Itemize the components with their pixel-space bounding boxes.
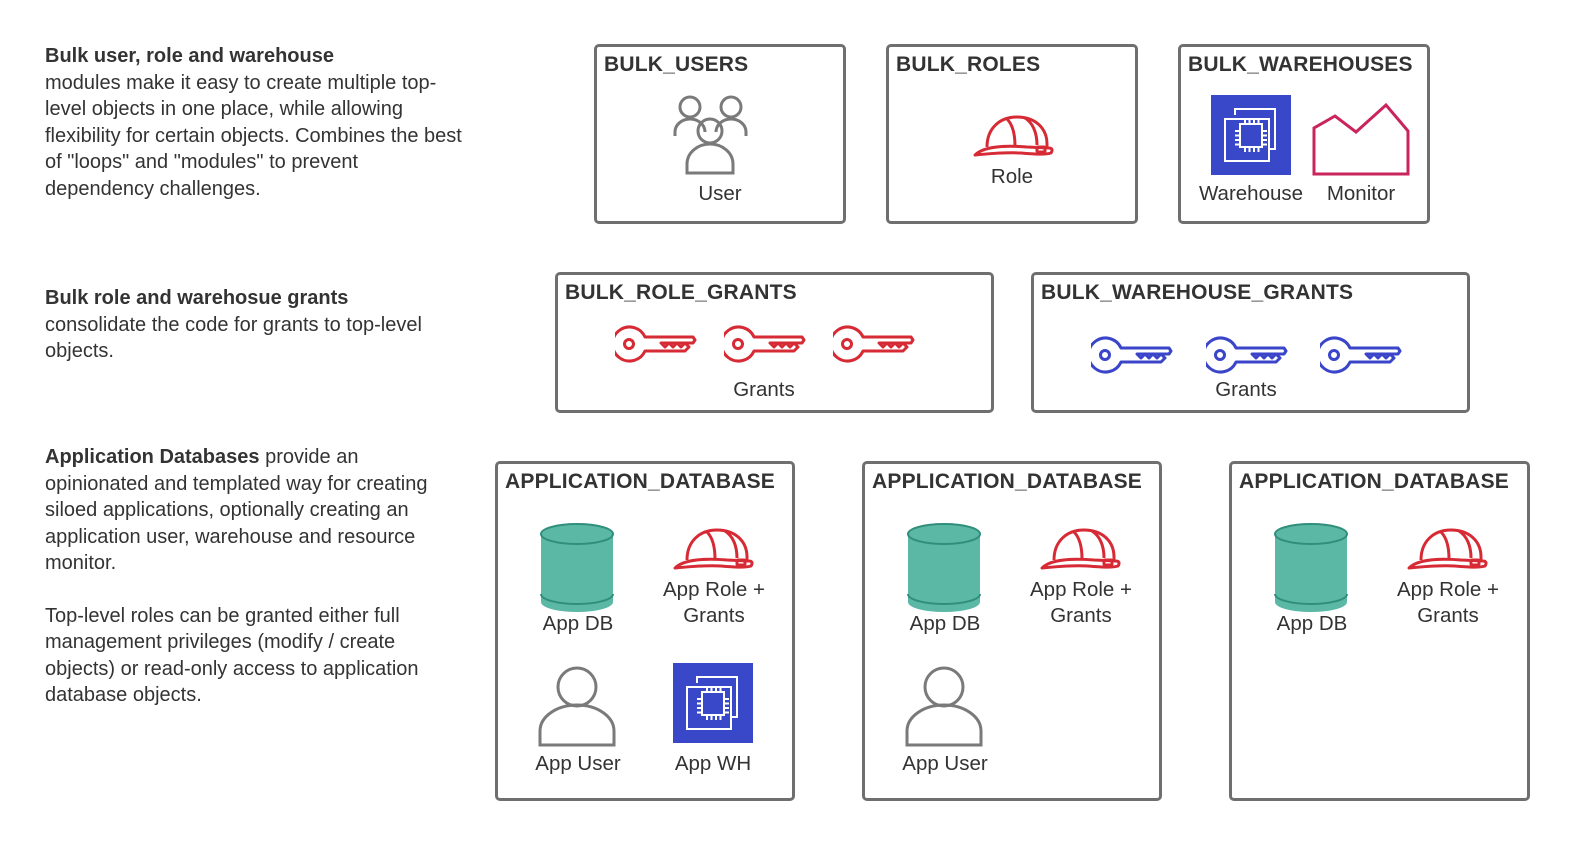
bulk-users-module: BULK_USERS User <box>594 44 846 224</box>
user-icon <box>538 666 616 747</box>
grants-description: Bulk role and warehosue grants consolidat… <box>45 285 425 365</box>
warehouse-label: Warehouse <box>1198 182 1304 205</box>
warehouse-grants-label: Grants <box>1215 378 1277 401</box>
key-icon <box>615 325 697 363</box>
key-icon <box>1206 336 1288 374</box>
bulk-description: Bulk user, role and warehouse modules mak… <box>45 43 465 202</box>
hard-hat-icon <box>1407 528 1488 570</box>
appdb-description-note: Top-level roles can be granted either fu… <box>45 604 419 707</box>
bulk-roles-title: BULK_ROLES <box>896 53 1041 76</box>
key-icon <box>724 325 806 363</box>
bulk-role-grants-title: BULK_ROLE_GRANTS <box>565 281 797 304</box>
user-icon <box>905 666 983 747</box>
role-label: Role <box>990 165 1034 188</box>
app-user-label: App User <box>902 752 988 775</box>
monitor-label: Monitor <box>1326 182 1396 205</box>
database-cylinder-icon <box>540 523 614 612</box>
application-database-module: APPLICATION_DATABASE App DB App Role + G… <box>495 461 795 801</box>
bulk-warehouses-title: BULK_WAREHOUSES <box>1188 53 1413 76</box>
app-role-label: App Role + Grants <box>1397 578 1499 627</box>
bulk-description-heading: Bulk user, role and warehouse <box>45 45 334 67</box>
app-wh-label: App WH <box>674 752 752 775</box>
monitor-chart-icon <box>1312 102 1410 176</box>
app-db-label: App DB <box>909 612 981 635</box>
bulk-description-text: modules make it easy to create multiple … <box>45 71 462 200</box>
app-db-label: App DB <box>1276 612 1348 635</box>
bulk-roles-module: BULK_ROLES Role <box>886 44 1138 224</box>
key-icon <box>1091 336 1173 374</box>
bulk-role-grants-module: BULK_ROLE_GRANTS Grants <box>555 272 994 413</box>
role-grants-label: Grants <box>733 378 795 401</box>
appdb-description: Application Databases provide an opinion… <box>45 444 445 709</box>
compute-chip-icon <box>1211 95 1291 175</box>
app-user-label: App User <box>535 752 621 775</box>
grants-description-text: consolidate the code for grants to top-l… <box>45 313 422 363</box>
bulk-users-title: BULK_USERS <box>604 53 749 76</box>
database-cylinder-icon <box>1274 523 1348 612</box>
application-database-module: APPLICATION_DATABASE App DB App Role + G… <box>1229 461 1530 801</box>
app-db-title: APPLICATION_DATABASE <box>872 470 1143 493</box>
application-database-module: APPLICATION_DATABASE App DB App Role + G… <box>862 461 1162 801</box>
hard-hat-icon <box>973 115 1054 157</box>
user-label: User <box>698 182 742 205</box>
app-db-title: APPLICATION_DATABASE <box>505 470 776 493</box>
app-role-label: App Role + Grants <box>663 578 765 627</box>
app-role-label: App Role + Grants <box>1030 578 1132 627</box>
bulk-warehouses-module: BULK_WAREHOUSES Warehouse Monitor <box>1178 44 1430 224</box>
hard-hat-icon <box>673 528 754 570</box>
appdb-description-text: provide an opinionated and templated way… <box>45 446 428 574</box>
key-icon <box>833 325 915 363</box>
database-cylinder-icon <box>907 523 981 612</box>
bulk-warehouse-grants-module: BULK_WAREHOUSE_GRANTS Grants <box>1031 272 1470 413</box>
compute-chip-icon <box>673 663 753 743</box>
key-icon <box>1320 336 1402 374</box>
app-db-title: APPLICATION_DATABASE <box>1239 470 1510 493</box>
grants-description-heading: Bulk role and warehosue grants <box>45 287 349 309</box>
hard-hat-icon <box>1040 528 1121 570</box>
bulk-warehouse-grants-title: BULK_WAREHOUSE_GRANTS <box>1041 281 1354 304</box>
users-group-icon <box>673 95 748 175</box>
appdb-description-heading: Application Databases <box>45 446 260 468</box>
app-db-label: App DB <box>542 612 614 635</box>
